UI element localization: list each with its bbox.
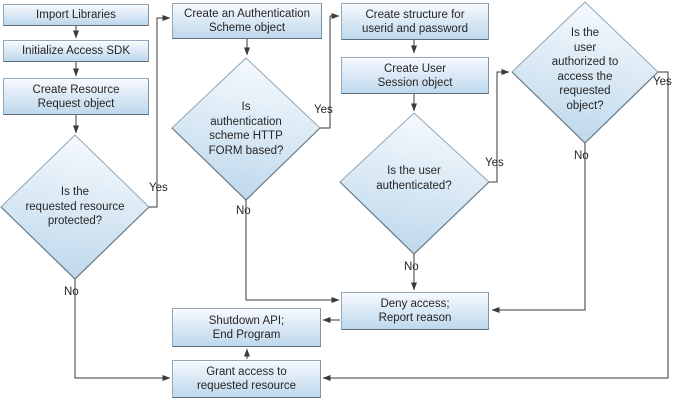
edge-form-no-to-deny-access: [245, 200, 340, 303]
edge-authenticated-yes-to-authorized-decision: [489, 69, 510, 183]
edge-form-yes-to-userid-structure: [320, 13, 340, 129]
node-grant-access: Grant access to requested resource: [172, 360, 321, 398]
label-auth-scheme-yes: Yes: [314, 104, 333, 116]
label-authorized-no: No: [574, 150, 589, 162]
decision-user-authenticated: [339, 112, 490, 255]
node-initialize-access-sdk: Initialize Access SDK: [3, 40, 149, 62]
label-authenticated-no: No: [404, 261, 419, 273]
node-deny-access: Deny access; Report reason: [341, 292, 489, 330]
decision-user-authorized: [511, 1, 659, 144]
label-authorized-yes: Yes: [653, 76, 672, 88]
node-create-userid-structure: Create structure for userid and password: [341, 3, 489, 40]
label-auth-scheme-no: No: [236, 205, 251, 217]
decision-resource-protected: [0, 134, 150, 280]
edge-authorized-no-to-deny-access: [491, 143, 586, 313]
decision-auth-scheme-http-form: [171, 57, 321, 201]
edge-protected-yes-to-auth-scheme: [149, 15, 171, 208]
label-protected-no: No: [64, 286, 79, 298]
label-protected-yes: Yes: [149, 182, 168, 194]
node-create-auth-scheme: Create an Authentication Scheme object: [172, 3, 322, 39]
node-import-libraries: Import Libraries: [3, 4, 149, 26]
node-shutdown-api: Shutdown API; End Program: [172, 308, 321, 347]
label-authenticated-yes: Yes: [485, 157, 504, 169]
node-create-user-session: Create User Session object: [341, 57, 489, 94]
node-create-resource-request: Create Resource Request object: [3, 78, 149, 115]
edge-authorized-yes-to-grant-access: [322, 71, 669, 381]
edge-protected-no-to-grant-access: [74, 279, 171, 381]
